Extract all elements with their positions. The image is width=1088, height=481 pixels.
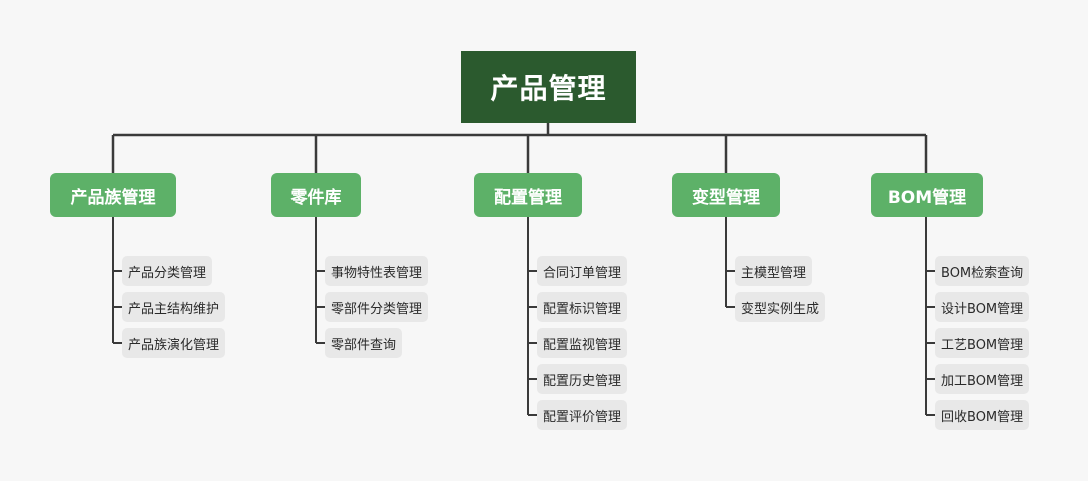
leaf-node: 主模型管理 (735, 256, 813, 286)
leaf-node: 配置评价管理 (537, 400, 628, 430)
child-connector-2 (315, 217, 325, 344)
child-connector-5 (925, 217, 935, 416)
leaf-node: 配置监视管理 (537, 328, 628, 358)
leaf-node: 产品主结构维护 (122, 292, 226, 322)
branch-node-product-family: 产品族管理 (50, 173, 176, 217)
leaf-node: 配置标识管理 (537, 292, 628, 322)
branch-node-bom: BOM管理 (871, 173, 983, 217)
leaf-node: 变型实例生成 (735, 292, 826, 322)
leaf-node: 设计BOM管理 (935, 292, 1030, 322)
leaf-node: 加工BOM管理 (935, 364, 1030, 394)
child-connector-1 (112, 217, 122, 344)
branch-node-variant: 变型管理 (672, 173, 780, 217)
root-node: 产品管理 (461, 51, 636, 123)
leaf-node: 零部件查询 (325, 328, 403, 358)
leaf-node: 零部件分类管理 (325, 292, 429, 322)
branch-node-configuration: 配置管理 (474, 173, 582, 217)
leaf-node: 工艺BOM管理 (935, 328, 1030, 358)
branch-node-parts-library: 零件库 (271, 173, 361, 217)
leaf-node: 回收BOM管理 (935, 400, 1030, 430)
leaf-node: 合同订单管理 (537, 256, 628, 286)
child-connector-3 (527, 217, 537, 416)
child-connector-4 (725, 217, 735, 308)
leaf-node: BOM检索查询 (935, 256, 1030, 286)
leaf-node: 事物特性表管理 (325, 256, 429, 286)
leaf-node: 产品族演化管理 (122, 328, 226, 358)
leaf-node: 配置历史管理 (537, 364, 628, 394)
leaf-node: 产品分类管理 (122, 256, 213, 286)
